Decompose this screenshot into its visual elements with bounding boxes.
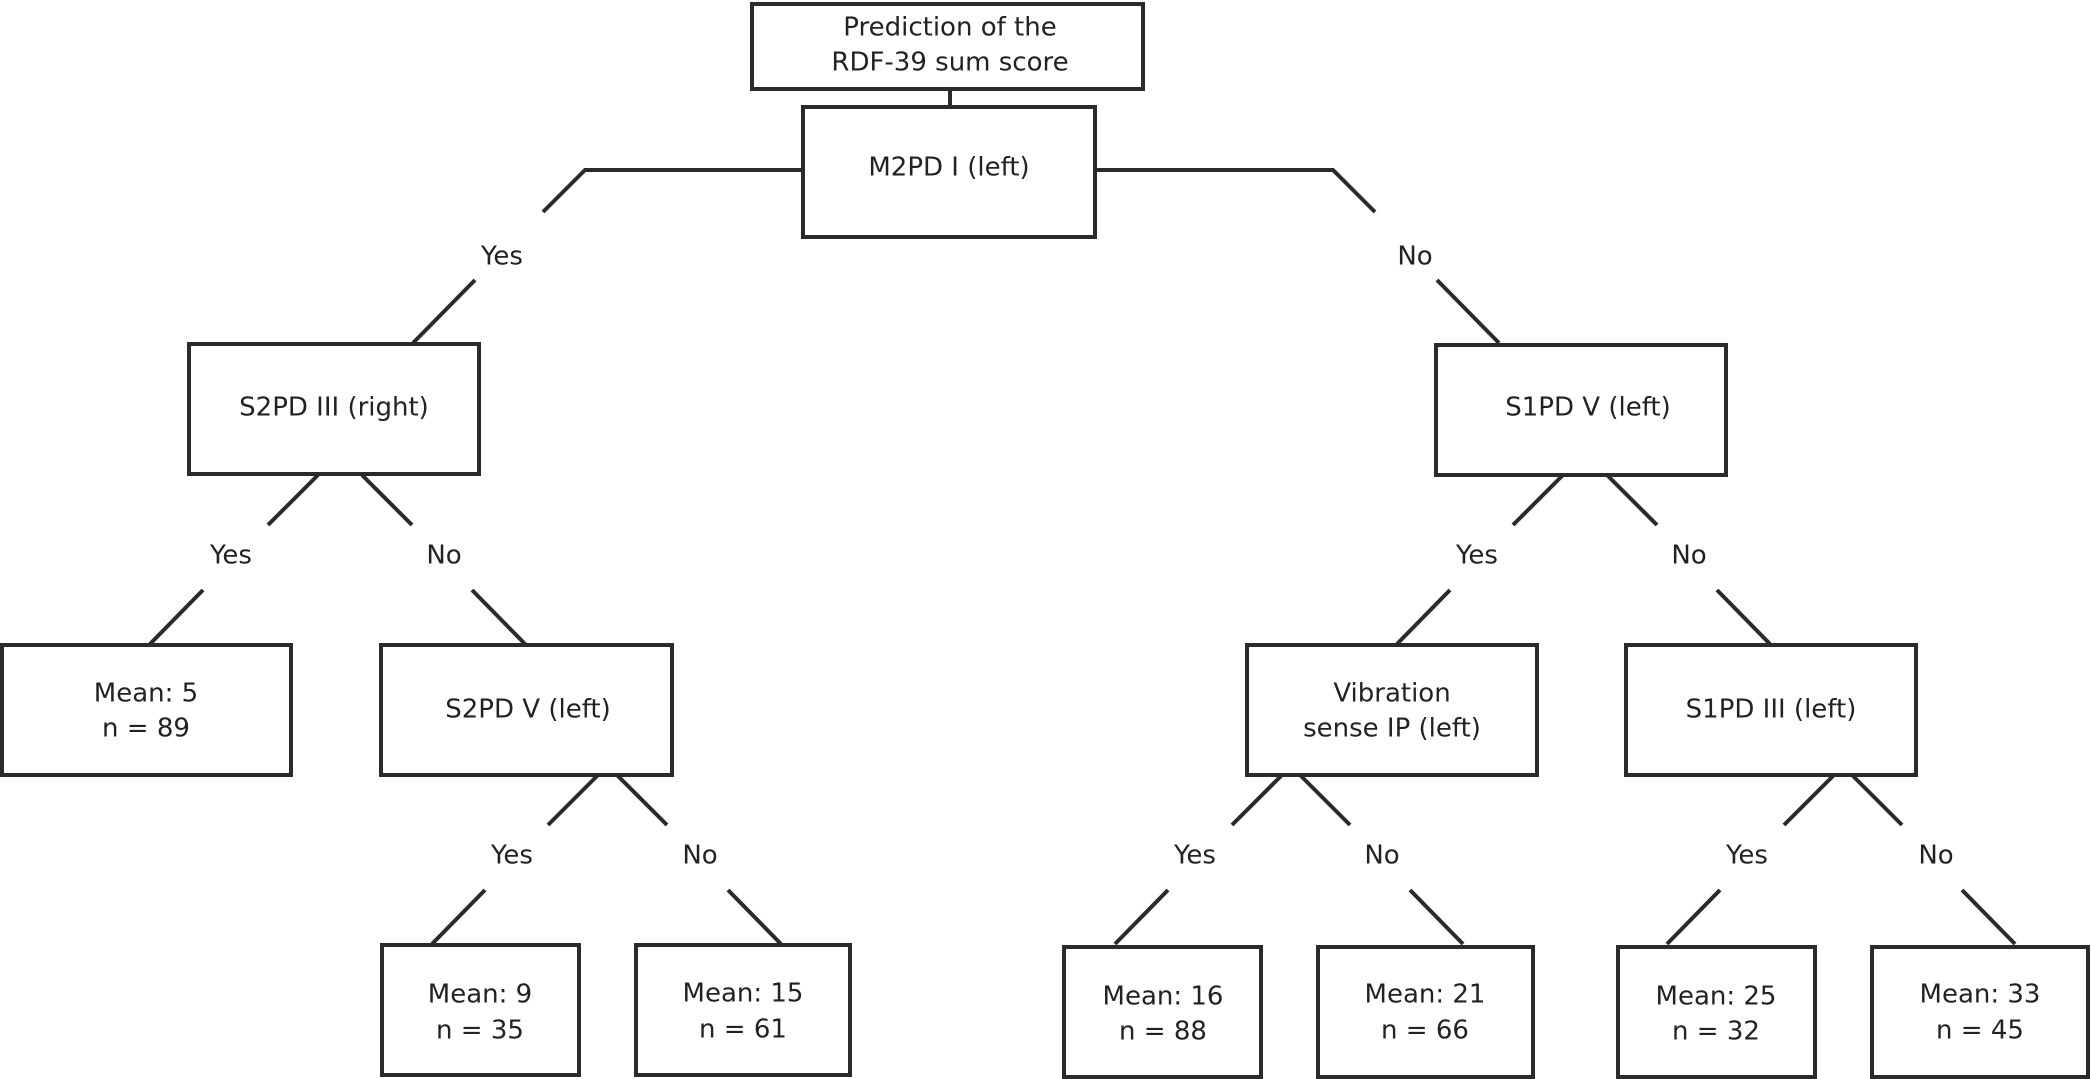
connector-m2pd-no	[1095, 168, 1377, 214]
node-s2pd-v-left: S2PD V (left)	[379, 643, 674, 777]
node-vibration-sense-ip-left: Vibration sense IP (left)	[1245, 643, 1539, 777]
leaf-node: Mean: 21 n = 66	[1316, 945, 1535, 1079]
node-label: S1PD III (left)	[1686, 695, 1857, 725]
leaf-node: Mean: 9 n = 35	[380, 943, 581, 1077]
leaf-mean: Mean: 33	[1920, 980, 2041, 1010]
branch-label-no: No	[426, 541, 461, 571]
connector-s2pd-v-yes-upper	[546, 773, 600, 827]
connector-s1pd-v-yes-lower	[1395, 588, 1452, 646]
connector-s2pd-iii-yes-upper	[266, 473, 320, 527]
node-label: S1PD V (left)	[1505, 393, 1670, 423]
connector-s1pd-v-yes-upper	[1511, 473, 1565, 527]
connector-s1pd-iii-no-lower	[1960, 888, 2017, 946]
leaf-node: Mean: 33 n = 45	[1870, 945, 2090, 1079]
branch-label-yes: Yes	[1455, 541, 1498, 571]
node-box	[1434, 343, 1728, 477]
connector-s2pd-v-no-lower	[726, 888, 783, 946]
node-s1pd-v-left: S1PD V (left)	[1434, 343, 1728, 477]
branch-label-yes: Yes	[490, 841, 533, 871]
leaf-box	[634, 943, 852, 1077]
node-box	[1245, 643, 1539, 777]
connector-s1pd-iii-yes-upper	[1782, 773, 1836, 827]
connector-s1pd-v-no-lower	[1715, 588, 1772, 646]
connectors	[148, 89, 2017, 946]
leaf-box	[1316, 945, 1535, 1079]
leaf-mean: Mean: 5	[94, 679, 198, 709]
connector-vibration-no-upper	[1298, 773, 1352, 827]
leaf-n: n = 35	[436, 1016, 524, 1046]
connector-m2pd-yes-lower	[411, 278, 477, 345]
leaf-n: n = 88	[1119, 1017, 1207, 1047]
leaf-box	[1062, 945, 1263, 1079]
node-box	[379, 643, 674, 777]
node-label: S2PD III (right)	[239, 393, 429, 423]
branch-label-yes: Yes	[209, 541, 252, 571]
leaf-node: Mean: 25 n = 32	[1616, 945, 1817, 1079]
root-box	[750, 2, 1145, 91]
node-box	[801, 105, 1097, 239]
connector-vibration-no-lower	[1408, 888, 1465, 946]
connector-m2pd-yes	[541, 168, 803, 214]
leaf-mean: Mean: 9	[428, 980, 532, 1010]
branch-label-no: No	[1671, 541, 1706, 571]
leaf-node: Mean: 15 n = 61	[634, 943, 852, 1077]
node-box	[1624, 643, 1918, 777]
leaf-mean: Mean: 15	[683, 979, 804, 1009]
connector-s2pd-iii-yes-lower	[148, 588, 205, 646]
connector-s1pd-v-no-upper	[1605, 473, 1659, 527]
leaf-box	[1616, 945, 1817, 1079]
branch-label-no: No	[1918, 841, 1953, 871]
branch-label-yes: Yes	[1173, 841, 1216, 871]
leaf-n: n = 45	[1936, 1016, 2024, 1046]
connector-s1pd-iii-yes-lower	[1665, 888, 1722, 946]
node-box	[187, 342, 481, 476]
node-label-line1: Vibration	[1333, 679, 1450, 709]
leaf-n: n = 89	[102, 714, 190, 744]
leaf-n: n = 61	[699, 1015, 787, 1045]
branch-labels: Yes No Yes No Yes No Yes No Yes No Yes N…	[209, 242, 1954, 871]
branch-label-yes: Yes	[1725, 841, 1768, 871]
node-label: M2PD I (left)	[868, 153, 1029, 183]
branch-label-no: No	[1397, 242, 1432, 272]
leaf-n: n = 66	[1381, 1016, 1469, 1046]
root-title-line2: RDF-39 sum score	[831, 48, 1068, 78]
branch-label-no: No	[1364, 841, 1399, 871]
node-m2pd-i-left: M2PD I (left)	[801, 105, 1097, 239]
leaf-mean: Mean: 25	[1656, 982, 1777, 1012]
leaf-box	[1870, 945, 2090, 1079]
connector-s2pd-iii-no-upper	[360, 473, 414, 527]
connector-m2pd-no-lower	[1435, 278, 1501, 345]
branch-label-yes: Yes	[480, 242, 523, 272]
node-s2pd-iii-right: S2PD III (right)	[187, 342, 481, 476]
connector-s1pd-iii-no-upper	[1850, 773, 1904, 827]
leaf-mean: Mean: 16	[1103, 982, 1224, 1012]
leaf-box	[380, 943, 581, 1077]
leaf-box	[0, 643, 293, 777]
root-title-line1: Prediction of the	[843, 13, 1056, 43]
node-label: S2PD V (left)	[445, 695, 610, 725]
connector-s2pd-iii-no-lower	[470, 588, 527, 646]
connector-s2pd-v-yes-lower	[430, 888, 487, 946]
leaf-node: Mean: 5 n = 89	[0, 643, 293, 777]
node-label-line2: sense IP (left)	[1303, 714, 1481, 744]
leaf-mean: Mean: 21	[1365, 980, 1486, 1010]
connector-vibration-yes-lower	[1113, 888, 1170, 946]
root-node: Prediction of the RDF-39 sum score	[750, 2, 1145, 91]
leaf-node: Mean: 16 n = 88	[1062, 945, 1263, 1079]
node-s1pd-iii-left: S1PD III (left)	[1624, 643, 1918, 777]
connector-vibration-yes-upper	[1230, 773, 1284, 827]
leaf-n: n = 32	[1672, 1017, 1760, 1047]
connector-s2pd-v-no-upper	[615, 773, 669, 827]
branch-label-no: No	[682, 841, 717, 871]
